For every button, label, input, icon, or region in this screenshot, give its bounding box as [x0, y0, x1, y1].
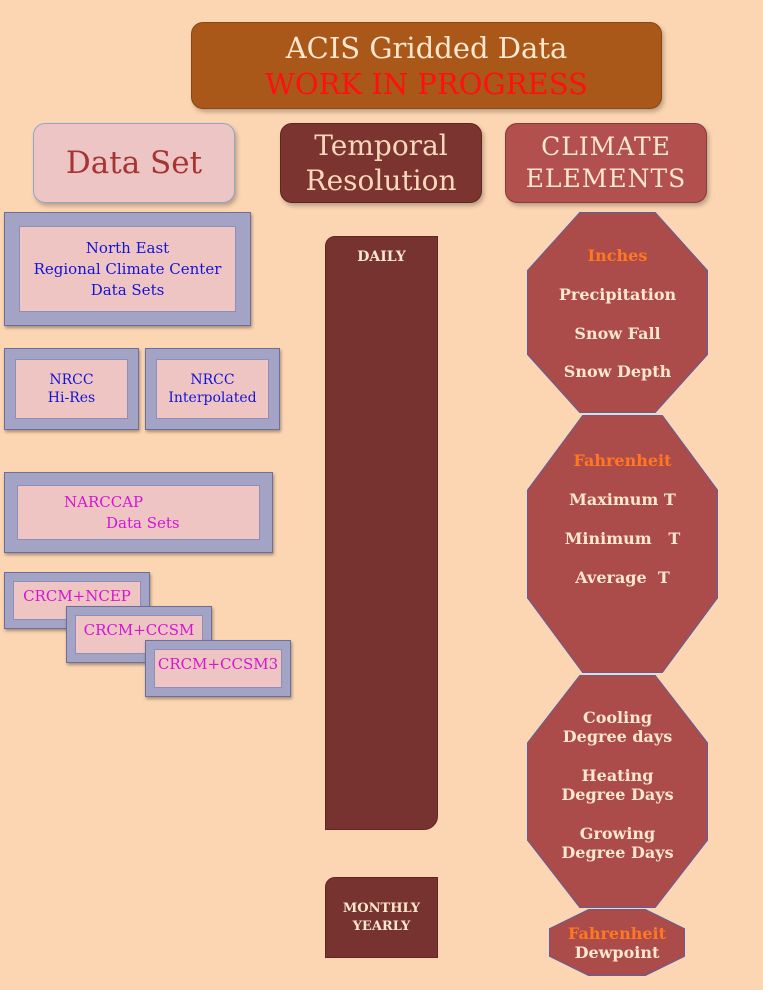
- dewpoint-label: Dewpoint: [574, 942, 660, 962]
- dataset-nrcc-hires-line1: NRCC: [49, 372, 94, 388]
- climate-header-line1: CLIMATE: [541, 132, 671, 161]
- maximum-t-label: Maximum T: [569, 490, 676, 509]
- temporal-daily-label: DAILY: [357, 249, 406, 265]
- dataset-northeast-line3: Data Sets: [90, 280, 165, 299]
- heating-label: Heating: [581, 766, 654, 785]
- dataset-northeast-line1: North East: [85, 238, 170, 257]
- dataset-nrcc-interp-line1: NRCC: [190, 372, 235, 388]
- cooling-label: Cooling: [582, 708, 653, 727]
- dataset-crcm-ccsm-label: CRCM+CCSM: [83, 621, 195, 639]
- dataset-northeast-line2: Regional Climate Center: [33, 259, 222, 278]
- minimum-t-label: Minimum T: [564, 529, 681, 548]
- cooling-degree-days-label: Degree days: [562, 727, 673, 746]
- snow-fall-label: Snow Fall: [574, 324, 661, 343]
- dataset-nrcc-interpolated[interactable]: NRCC Interpolated: [145, 348, 280, 430]
- climate-elements-header: CLIMATE ELEMENTS: [505, 123, 707, 203]
- temporal-header-line2: Resolution: [305, 164, 457, 197]
- average-t-label: Average T: [575, 568, 670, 587]
- title-banner: ACIS Gridded Data WORK IN PROGRESS: [191, 22, 662, 109]
- dataset-crcm-ccsm3[interactable]: CRCM+CCSM3: [145, 640, 291, 697]
- climate-precipitation-group[interactable]: Inches Precipitation Snow Fall Snow Dept…: [527, 212, 708, 413]
- climate-degree-days-group[interactable]: Cooling Degree days Heating Degree Days …: [527, 675, 708, 908]
- inches-unit-label: Inches: [587, 246, 648, 265]
- data-set-header-label: Data Set: [65, 145, 203, 181]
- temporal-header-line1: Temporal: [314, 129, 448, 162]
- dataset-nrcc-hires[interactable]: NRCC Hi-Res: [4, 348, 139, 430]
- snow-depth-label: Snow Depth: [563, 362, 672, 381]
- fahrenheit-unit-label: Fahrenheit: [573, 451, 672, 470]
- growing-label: Growing: [579, 824, 656, 843]
- page-title: ACIS Gridded Data: [285, 30, 568, 65]
- precipitation-label: Precipitation: [558, 285, 677, 304]
- dataset-nrcc-hires-line2: Hi-Res: [47, 390, 96, 406]
- data-set-header: Data Set: [33, 123, 235, 203]
- dataset-narccap[interactable]: NARCCAP Data Sets: [4, 472, 273, 553]
- dataset-narccap-line1: NARCCAP: [64, 492, 144, 511]
- heating-degree-days-label: Degree Days: [561, 785, 674, 804]
- temporal-monthly-yearly-box[interactable]: MONTHLY YEARLY: [325, 877, 438, 958]
- climate-temperature-group[interactable]: Fahrenheit Maximum T Minimum T Average T: [527, 415, 718, 673]
- dataset-crcm-ccsm3-label: CRCM+CCSM3: [157, 655, 279, 673]
- dewpoint-unit-label: Fahrenheit: [567, 923, 666, 943]
- climate-dewpoint-group[interactable]: Fahrenheit Dewpoint: [549, 909, 685, 976]
- work-in-progress-label: WORK IN PROGRESS: [265, 66, 588, 101]
- growing-degree-days-label: Degree Days: [561, 843, 674, 862]
- temporal-yearly-label: YEARLY: [352, 918, 411, 934]
- climate-header-line2: ELEMENTS: [525, 164, 687, 193]
- dataset-narccap-line2: Data Sets: [106, 513, 180, 532]
- dataset-northeast-rcc[interactable]: North East Regional Climate Center Data …: [4, 212, 251, 326]
- dataset-nrcc-interp-line2: Interpolated: [168, 390, 257, 406]
- temporal-resolution-header: Temporal Resolution: [280, 123, 482, 203]
- temporal-daily-bar[interactable]: DAILY: [325, 236, 438, 830]
- temporal-monthly-label: MONTHLY: [342, 900, 421, 916]
- dataset-crcm-ncep-label: CRCM+NCEP: [23, 587, 131, 605]
